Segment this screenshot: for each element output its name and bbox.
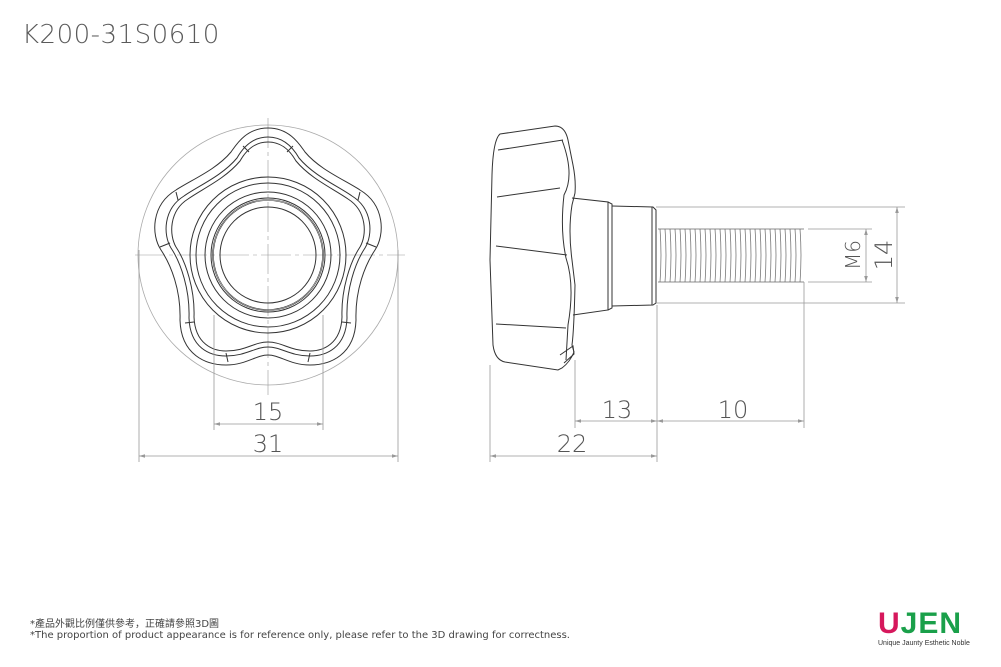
logo-u: U [878,607,901,640]
logo-tagline: Unique Jaunty Esthetic Noble [878,640,970,647]
dim-m6: M6 [841,240,865,270]
ujen-logo: UJEN Unique Jaunty Esthetic Noble [878,607,970,648]
logo-jen: JEN [900,607,963,640]
dim-13: 13 [602,396,633,424]
front-dimensions [138,250,399,462]
dim-10: 10 [718,396,749,424]
front-view [135,118,405,395]
side-dimensions [489,206,905,462]
note-english: *The proportion of product appearance is… [30,630,570,641]
dim-22: 22 [557,430,588,458]
dim-15: 15 [253,398,284,426]
part-number-title: K200-31S0610 [22,20,220,50]
note-chinese: *產品外觀比例僅供參考，正確請參照3D圖 [30,619,220,630]
dim-31: 31 [253,430,284,458]
side-view [489,125,804,371]
dim-14: 14 [870,240,898,271]
